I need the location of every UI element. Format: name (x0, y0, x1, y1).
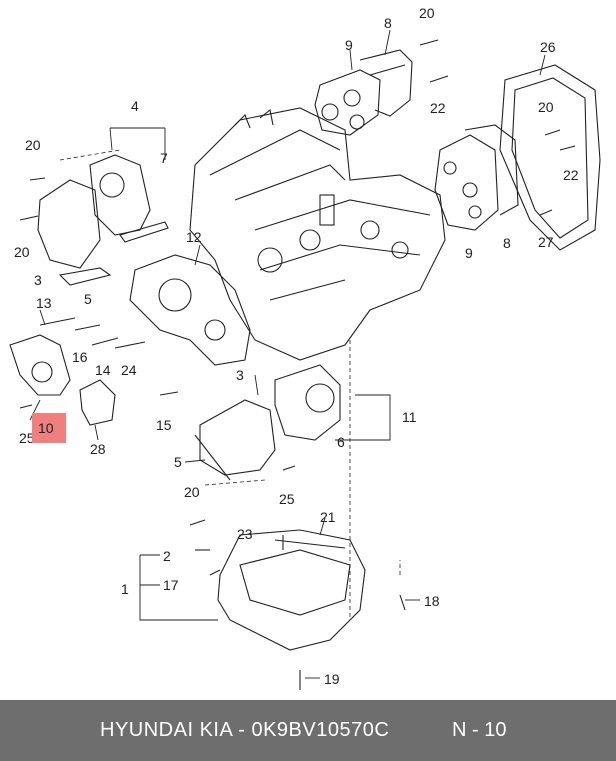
leader-lines (29, 29, 546, 679)
cam-cover-lower (434, 124, 519, 231)
highlighted-part-marker: 10 (32, 413, 66, 443)
callout-1: 1 (121, 581, 129, 597)
callout-9: 9 (345, 37, 353, 53)
lower-left-cover (9, 334, 71, 396)
callout-22: 22 (563, 167, 579, 183)
callout-20: 20 (419, 5, 435, 21)
callout-4: 4 (131, 98, 139, 114)
bolts (19, 39, 576, 690)
timing-cover-upper-left (37, 154, 169, 286)
callout-14: 14 (95, 362, 111, 378)
part-number-text: HYUNDAI KIA - 0K9BV10570C (100, 719, 390, 741)
callout-5: 5 (84, 291, 92, 307)
callout-8: 8 (384, 15, 392, 31)
callout-9: 9 (465, 245, 473, 261)
callout-21: 21 (320, 509, 336, 525)
dashed-lines (59, 149, 401, 620)
callout-20: 20 (25, 137, 41, 153)
callout-20: 20 (184, 484, 200, 500)
callout-12: 12 (186, 229, 202, 245)
callout-25: 25 (19, 430, 35, 446)
callout-28: 28 (90, 441, 106, 457)
highlighted-part-number: 10 (38, 420, 54, 436)
callout-5: 5 (174, 454, 182, 470)
reference-number-text: N - 10 (452, 719, 507, 741)
callout-26: 26 (540, 39, 556, 55)
callout-23: 23 (237, 526, 253, 542)
callout-3: 3 (34, 272, 42, 288)
callout-22: 22 (430, 100, 446, 116)
oil-pan (217, 529, 366, 651)
callout-2: 2 (163, 548, 171, 564)
callout-11: 11 (402, 409, 417, 425)
cam-cover-upper (314, 49, 413, 136)
callout-24: 24 (121, 362, 137, 378)
callout-15: 15 (156, 417, 172, 433)
part-number-footer: HYUNDAI KIA - 0K9BV10570C N - 10 (0, 700, 616, 761)
callout-7: 7 (160, 150, 168, 166)
exploded-parts-diagram: 20 8 9 22 26 4 7 20 20 3 5 12 20 22 9 8 … (9, 5, 601, 690)
callout-18: 18 (424, 593, 440, 609)
callout-16: 16 (72, 349, 88, 365)
callout-13: 13 (36, 295, 52, 311)
callout-20: 20 (538, 99, 554, 115)
callout-20: 20 (14, 244, 30, 260)
front-housing (129, 254, 251, 366)
timing-cover-lower (194, 364, 341, 481)
bracket (79, 379, 116, 426)
engine-block (189, 107, 446, 361)
callout-17: 17 (163, 577, 179, 593)
callout-3: 3 (236, 367, 244, 383)
callout-27: 27 (538, 234, 554, 250)
rear-cover (499, 64, 601, 251)
callout-25: 25 (279, 491, 295, 507)
callout-19: 19 (324, 671, 340, 687)
callout-6: 6 (337, 434, 345, 450)
callout-8: 8 (503, 235, 511, 251)
